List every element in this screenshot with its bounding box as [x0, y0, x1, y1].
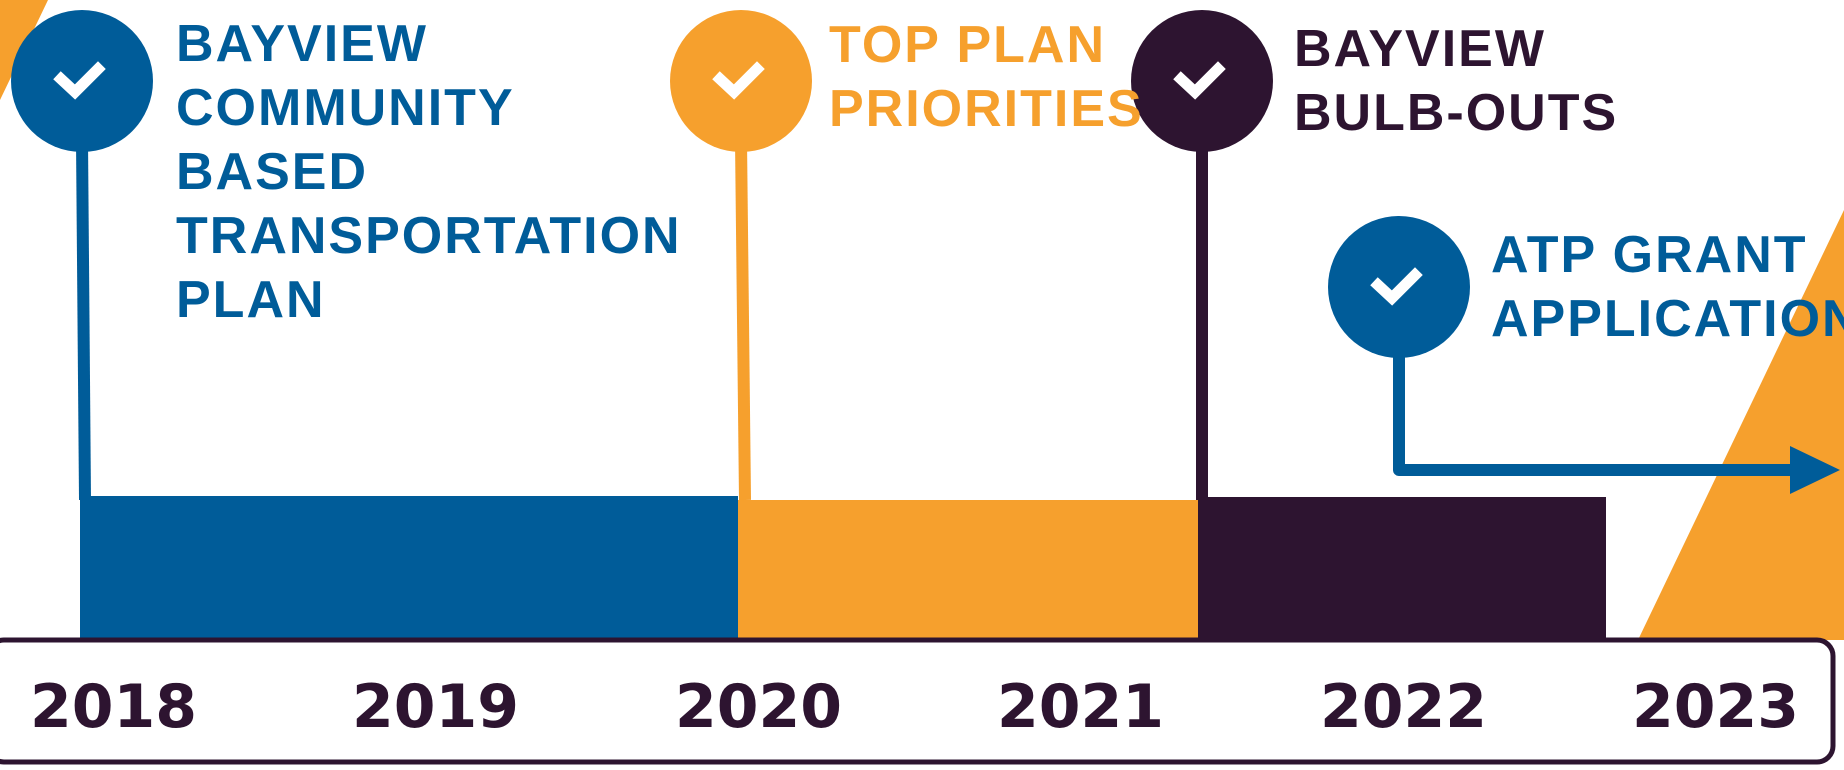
- milestone-marker-bayview-cbtp: [11, 10, 153, 152]
- label-line: PLAN: [176, 271, 326, 329]
- label-line: APPLICATION: [1491, 290, 1844, 348]
- year-label-2021: 2021: [997, 672, 1164, 742]
- label-line: TRANSPORTATION: [176, 207, 682, 265]
- label-line: BASED: [176, 143, 369, 201]
- milestone-label-bayview-cbtp: BAYVIEW COMMUNITY BASED TRANSPORTATION P…: [176, 12, 682, 332]
- arrowhead-icon: [1790, 446, 1840, 494]
- label-line: BAYVIEW: [176, 15, 428, 73]
- check-icon: [1370, 267, 1423, 306]
- label-line: BAYVIEW: [1294, 20, 1546, 78]
- period-bar-top-plan-priorities: [738, 500, 1198, 640]
- year-axis-box: [0, 637, 1836, 765]
- check-icon: [53, 61, 106, 100]
- stem-top-plan-priorities: [735, 139, 751, 501]
- period-bar-bayview-bulb-outs: [1198, 497, 1606, 640]
- label-line: TOP PLAN: [829, 16, 1107, 74]
- stem-atp-grant: [1393, 355, 1795, 476]
- milestone-label-bayview-bulb-outs: BAYVIEW BULB-OUTS: [1294, 17, 1618, 145]
- year-label-2019: 2019: [352, 672, 519, 742]
- year-label-2022: 2022: [1320, 672, 1487, 742]
- milestone-label-top-plan-priorities: TOP PLAN PRIORITIES: [829, 13, 1144, 141]
- year-label-2018: 2018: [30, 672, 197, 742]
- orange-background-triangle-right: [1638, 210, 1844, 640]
- year-label-2020: 2020: [675, 672, 842, 742]
- milestone-label-atp-grant: ATP GRANT APPLICATION: [1491, 223, 1844, 351]
- check-icon: [712, 61, 765, 100]
- check-icon: [1173, 61, 1226, 100]
- label-line: BULB-OUTS: [1294, 84, 1619, 142]
- milestone-marker-bayview-bulb-outs: [1131, 10, 1273, 152]
- period-bar-bayview-cbtp: [80, 496, 738, 640]
- label-line: COMMUNITY: [176, 79, 515, 137]
- label-line: ATP GRANT: [1491, 226, 1808, 284]
- milestone-marker-top-plan-priorities: [670, 10, 812, 152]
- stem-bayview-cbtp: [76, 139, 91, 501]
- year-label-2023: 2023: [1632, 672, 1799, 742]
- milestone-marker-atp-grant: [1328, 216, 1470, 358]
- label-line: PRIORITIES: [829, 80, 1144, 138]
